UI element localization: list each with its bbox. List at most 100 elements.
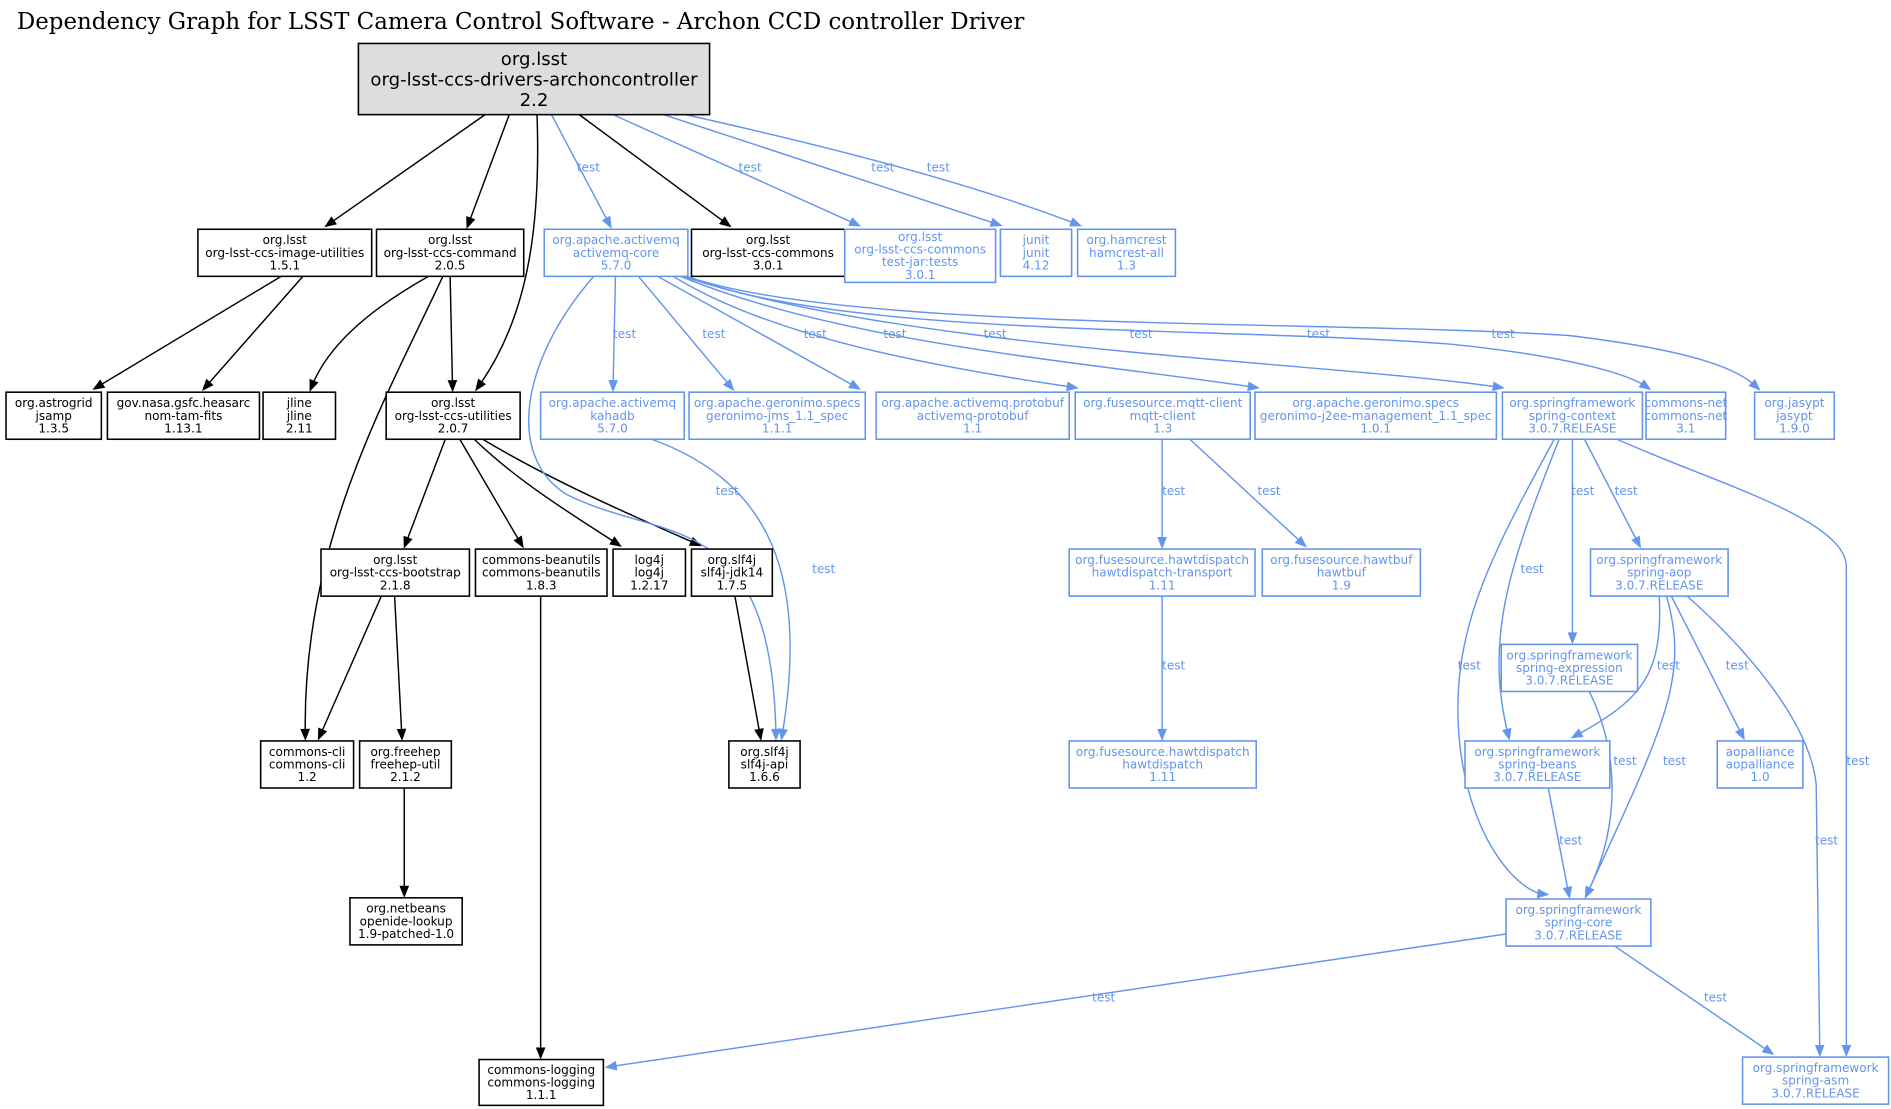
node-group: org.lsst	[898, 230, 942, 244]
node-version: 5.7.0	[601, 259, 632, 273]
node-version: 3.0.7.RELEASE	[1528, 421, 1616, 435]
arrowhead	[1294, 535, 1307, 548]
node-commons-tests[interactable]: org.lsstorg-lsst-ccs-commonstest-jar:tes…	[843, 228, 997, 284]
node-hawtdispatch[interactable]: org.fusesource.hawtdispatchhawtdispatch1…	[1068, 740, 1258, 789]
edge-line	[685, 275, 1648, 388]
node-openide-lookup[interactable]: org.netbeansopenide-lookup1.9-patched-1.…	[349, 897, 463, 946]
node-group: gov.nasa.gsfc.heasarc	[117, 396, 251, 410]
node-box	[478, 1058, 605, 1107]
edge-label: test	[613, 327, 636, 341]
arrowhead	[718, 216, 732, 228]
edge-line	[459, 438, 522, 545]
arrowhead	[1157, 537, 1167, 550]
node-activemq-protobuf[interactable]: org.apache.activemq.protobufactivemq-pro…	[875, 391, 1070, 441]
node-version: 1.0	[1750, 770, 1769, 784]
edge-hawtdispatch-transport-to-hawtdispatch: test	[1157, 596, 1186, 741]
node-spring-aop[interactable]: org.springframeworkspring-aop3.0.7.RELEA…	[1589, 548, 1729, 597]
node-spring-core[interactable]: org.springframeworkspring-core3.0.7.RELE…	[1505, 898, 1652, 947]
node-spring-context[interactable]: org.springframeworkspring-context3.0.7.R…	[1501, 391, 1644, 441]
node-version: 1.1.1	[526, 1088, 557, 1102]
node-version: 2.1.2	[390, 770, 421, 784]
node-spring-expression[interactable]: org.springframeworkspring-expression3.0.…	[1500, 643, 1639, 693]
arrowhead	[1814, 1044, 1825, 1058]
node-artifact: slf4j-api	[741, 758, 789, 772]
node-box	[1068, 740, 1258, 789]
graph-title: Dependency Graph for LSST Camera Control…	[17, 9, 1024, 35]
edge-utilities-to-log4j	[473, 438, 622, 547]
edge-line	[449, 276, 454, 388]
node-version: 1.9.0	[1779, 421, 1810, 435]
node-hawtdispatch-transport[interactable]: org.fusesource.hawtdispatchhawtdispatch-…	[1068, 548, 1256, 597]
edge-label: test	[1657, 659, 1680, 673]
edge-line	[477, 114, 539, 388]
edge-label: test	[1092, 991, 1115, 1005]
node-group: org.lsst	[373, 553, 417, 567]
arrowhead	[1748, 378, 1761, 391]
node-group: log4j	[635, 553, 664, 567]
arrowhead	[1570, 728, 1584, 739]
arrowhead	[1734, 727, 1745, 741]
node-artifact: geronimo-jms_1.1_spec	[706, 409, 848, 423]
node-artifact: mqtt-client	[1130, 409, 1197, 423]
edge-line	[467, 114, 510, 225]
node-group: org.lsst	[431, 396, 475, 410]
node-artifact: spring-expression	[1516, 661, 1623, 675]
edge-line	[1586, 691, 1613, 895]
edge-line	[578, 114, 729, 226]
node-spring-asm[interactable]: org.springframeworkspring-asm3.0.7.RELEA…	[1741, 1056, 1890, 1105]
arrowhead	[778, 728, 788, 741]
node-geronimo-jms[interactable]: org.apache.geronimo.specsgeronimo-jms_1.…	[688, 391, 867, 441]
node-artifact: org-lsst-ccs-commons	[854, 243, 986, 257]
arrowhead	[1567, 632, 1578, 645]
node-image-utilities[interactable]: org.lsstorg-lsst-ccs-image-utilities1.5.…	[197, 228, 373, 278]
node-root[interactable]: org.lsstorg-lsst-ccs-drivers-archoncontr…	[357, 42, 711, 116]
node-version: 5.7.0	[597, 421, 628, 435]
edge-command-to-jline	[309, 275, 429, 392]
nodes-layer: org.lsstorg-lsst-ccs-drivers-archoncontr…	[5, 42, 1890, 1107]
node-group: org.apache.geronimo.specs	[1292, 396, 1459, 410]
edge-spring-aop-to-aopalliance: test	[1670, 595, 1749, 741]
edge-command-to-utilities	[447, 276, 458, 393]
node-artifact: spring-aop	[1627, 566, 1691, 580]
node-group: org.springframework	[1474, 745, 1600, 759]
edge-root-to-junit: test	[663, 113, 1003, 227]
node-version: 3.0.7.RELEASE	[1525, 674, 1613, 688]
node-artifact: hawtbuf	[1317, 566, 1367, 580]
node-artifact: freehep-util	[371, 758, 441, 772]
node-version: 1.8.3	[526, 578, 557, 592]
edge-line	[304, 276, 444, 737]
node-artifact: hawtdispatch	[1122, 758, 1203, 772]
node-box	[1716, 740, 1804, 789]
edge-bootstrap-to-commons-cli	[317, 595, 383, 741]
edge-line	[528, 275, 777, 737]
node-spring-beans[interactable]: org.springframeworkspring-beans3.0.7.REL…	[1464, 740, 1611, 789]
node-geronimo-j2ee[interactable]: org.apache.geronimo.specsgeronimo-j2ee-m…	[1254, 391, 1498, 441]
node-artifact: org-lsst-ccs-bootstrap	[330, 566, 461, 580]
edge-line	[637, 275, 732, 388]
edge-slf4j-jdk14-to-slf4j-api	[734, 596, 764, 741]
node-artifact: junit	[1022, 246, 1050, 260]
